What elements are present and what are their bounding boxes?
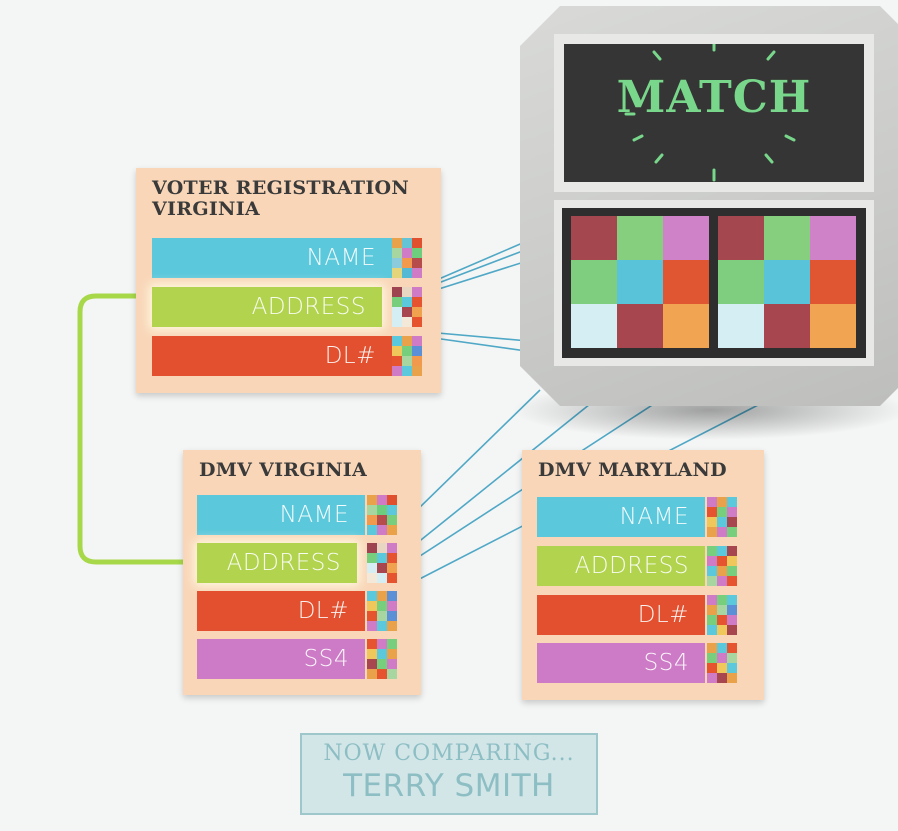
field-ss4: SS4 [537, 643, 705, 683]
field-name: NAME [152, 238, 392, 278]
card-title: VOTER REGISTRATION VIRGINIA [152, 177, 410, 220]
field-hash-icon [392, 287, 422, 327]
hash-mosaic-left [571, 216, 709, 348]
field-dl: DL# [152, 336, 392, 376]
field-hash-icon [367, 591, 397, 631]
field-hash-icon [367, 495, 397, 535]
field-name: NAME [197, 495, 365, 535]
match-rays-icon [624, 44, 796, 182]
field-dl: DL# [197, 591, 365, 631]
compared-person-name: TERRY SMITH [343, 768, 555, 804]
field-hash-icon [392, 336, 422, 376]
field-hash-icon [707, 497, 737, 537]
match-screen [564, 44, 864, 182]
field-address: ADDRESS [152, 287, 382, 327]
field-address: ADDRESS [537, 546, 705, 586]
now-comparing-label: NOW COMPARING... [323, 741, 575, 766]
field-hash-icon [707, 546, 737, 586]
field-hash-icon [707, 595, 737, 635]
field-hash-icon [392, 238, 422, 278]
card-title: DMV VIRGINIA [199, 459, 367, 481]
field-name: NAME [537, 497, 705, 537]
card-title: DMV MARYLAND [538, 459, 727, 481]
field-hash-icon [707, 643, 737, 683]
field-hash-icon [367, 543, 397, 583]
field-ss4: SS4 [197, 639, 365, 679]
hash-mosaic-right [718, 216, 856, 348]
field-dl: DL# [537, 595, 705, 635]
match-text: MATCH [616, 72, 812, 123]
now-comparing-box: NOW COMPARING... TERRY SMITH [300, 733, 598, 815]
field-address: ADDRESS [197, 543, 357, 583]
field-hash-icon [367, 639, 397, 679]
